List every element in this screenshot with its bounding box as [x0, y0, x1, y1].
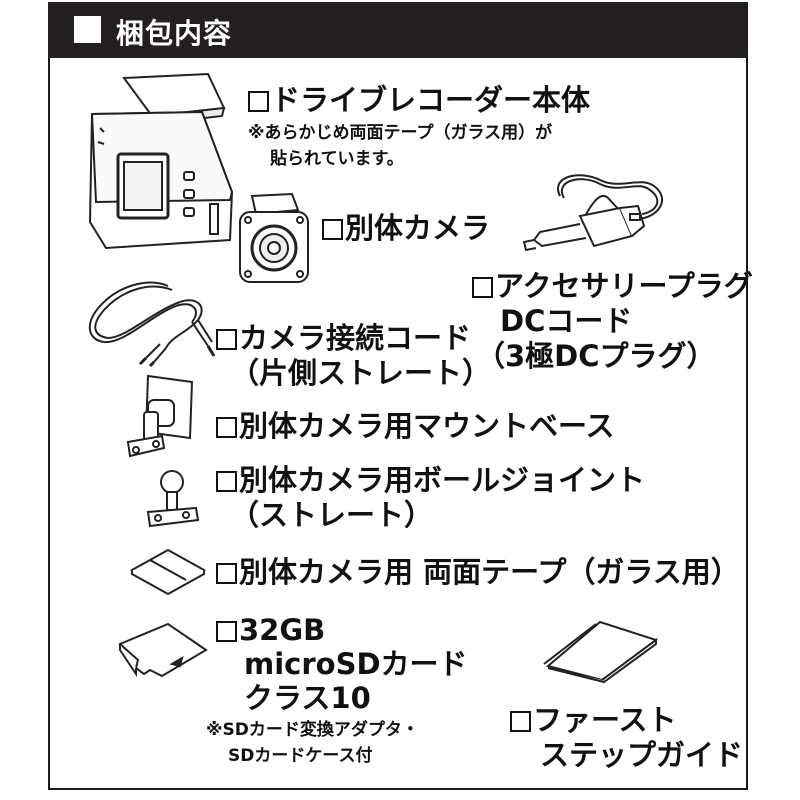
- item-ball-joint: 別体カメラ用ボールジョイント: [216, 462, 645, 498]
- ball-joint-icon: [140, 468, 204, 530]
- item-cam-cord: カメラ接続コード: [216, 320, 471, 356]
- camera-icon: [234, 192, 316, 288]
- item-main-unit: ドライブレコーダー本体: [248, 82, 590, 118]
- checkbox-icon: [216, 563, 237, 584]
- section-header: 梱包内容: [48, 2, 748, 58]
- checkbox-icon: [216, 329, 237, 350]
- checkbox-icon: [510, 711, 531, 732]
- checkbox-icon: [216, 471, 237, 492]
- item-plug-cord-line1: アクセサリープラグ: [495, 269, 753, 303]
- item-camera: 別体カメラ: [322, 210, 490, 246]
- checkbox-icon: [216, 417, 237, 438]
- main-unit-note-1: ※あらかじめ両面テープ（ガラス用）が: [248, 123, 553, 143]
- item-sd-card-line3: クラス10: [244, 681, 371, 715]
- item-ball-joint-line2: （ストレート）: [230, 498, 434, 532]
- dashcam-icon: [82, 72, 242, 252]
- item-camera-label: 別体カメラ: [345, 211, 491, 245]
- main-unit-note-2: 貼られています。: [270, 149, 404, 169]
- item-mount: 別体カメラ用マウントベース: [216, 408, 615, 444]
- sd-card-note-2: SDカードケース付: [228, 746, 373, 766]
- checkbox-icon: [248, 91, 269, 112]
- item-sd-card-line2: microSDカード: [244, 647, 468, 681]
- checkbox-icon: [472, 277, 493, 298]
- plug-cord-icon: [520, 166, 670, 266]
- checkbox-icon: [216, 621, 237, 642]
- item-guide-line1: ファースト: [533, 703, 677, 737]
- microsd-icon: [114, 620, 210, 680]
- item-sd-card-line1: 32GB: [239, 613, 326, 647]
- item-plug-cord: アクセサリープラグ: [472, 268, 753, 304]
- item-mount-label: 別体カメラ用マウントベース: [239, 409, 615, 443]
- item-guide-line2: ステップガイド: [540, 738, 744, 772]
- item-plug-cord-line2: DCコード: [500, 304, 633, 338]
- sd-card-note-1: ※SDカード変換アダプタ・: [206, 720, 419, 740]
- guide-icon: [536, 618, 660, 684]
- camera-cord-icon: [80, 276, 220, 368]
- item-guide: ファースト: [510, 702, 677, 738]
- checkbox-icon: [322, 219, 343, 240]
- item-tape: 別体カメラ用 両面テープ（ガラス用）: [216, 554, 740, 590]
- item-tape-label: 別体カメラ用 両面テープ（ガラス用）: [239, 555, 740, 589]
- item-ball-joint-line1: 別体カメラ用ボールジョイント: [239, 463, 646, 497]
- header-square-icon: [74, 16, 101, 43]
- mount-base-icon: [118, 372, 198, 466]
- section-title: 梱包内容: [116, 17, 233, 50]
- item-cam-cord-line2: （片側ストレート）: [230, 356, 492, 390]
- item-cam-cord-line1: カメラ接続コード: [239, 321, 472, 355]
- item-main-unit-label: ドライブレコーダー本体: [271, 83, 591, 117]
- item-sd-card: 32GB: [216, 612, 325, 648]
- item-plug-cord-line3: （3極DCプラグ）: [476, 339, 716, 373]
- tape-icon: [128, 546, 208, 596]
